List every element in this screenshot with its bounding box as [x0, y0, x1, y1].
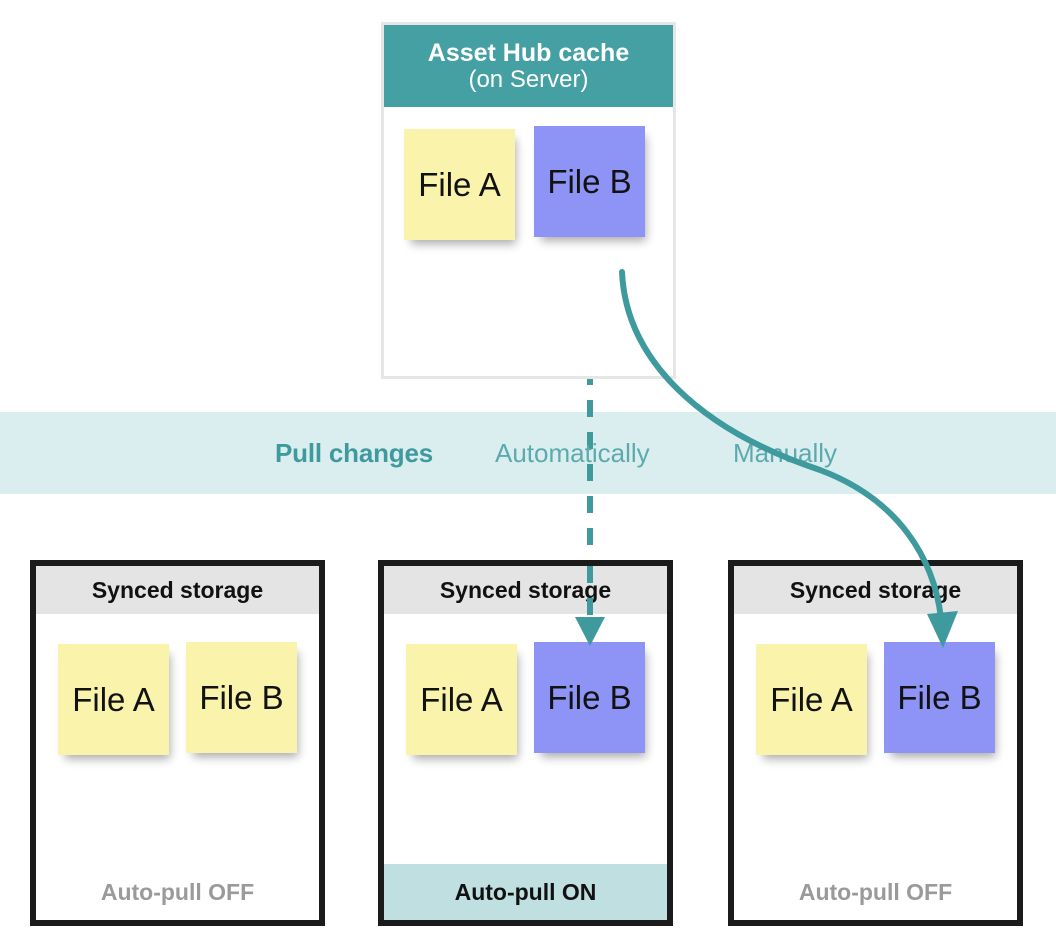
- auto-pull-status-badge: Auto-pull OFF: [798, 878, 953, 905]
- synced-storage-header: Synced storage: [734, 566, 1017, 614]
- sticky-note-file-b[interactable]: File B: [534, 126, 645, 237]
- asset-hub-title: Asset Hub cache: [427, 38, 630, 67]
- synced-storage-body: File A File B Auto-pull OFF: [36, 614, 319, 920]
- synced-storage-body: File A File B Auto-pull OFF: [734, 614, 1017, 920]
- asset-hub-header: Asset Hub cache (on Server): [384, 25, 673, 107]
- sticky-note-file-b[interactable]: File B: [534, 642, 645, 753]
- auto-pull-status-badge: Auto-pull ON: [384, 864, 667, 920]
- asset-hub-subtitle: (on Server): [468, 65, 589, 93]
- synced-storage-body: File A File B Auto-pull ON: [384, 614, 667, 920]
- synced-storage-box-2: Synced storage File A File B Auto-pull O…: [378, 560, 673, 926]
- synced-storage-box-3: Synced storage File A File B Auto-pull O…: [728, 560, 1023, 926]
- synced-storage-box-1: Synced storage File A File B Auto-pull O…: [30, 560, 325, 926]
- sticky-note-file-a[interactable]: File A: [58, 644, 169, 755]
- asset-hub-cache-panel: Asset Hub cache (on Server) File A File …: [381, 22, 676, 379]
- sticky-note-file-a[interactable]: File A: [406, 644, 517, 755]
- synced-storage-header: Synced storage: [36, 566, 319, 614]
- sticky-note-file-a[interactable]: File A: [404, 129, 515, 240]
- auto-pull-status-badge: Auto-pull OFF: [100, 878, 255, 905]
- sticky-note-file-b[interactable]: File B: [186, 642, 297, 753]
- asset-hub-body: File A File B: [384, 107, 673, 379]
- manually-label: Manually: [733, 437, 838, 468]
- pull-changes-label: Pull changes: [275, 437, 433, 468]
- sticky-note-file-b[interactable]: File B: [884, 642, 995, 753]
- sticky-note-file-a[interactable]: File A: [756, 644, 867, 755]
- automatically-label: Automatically: [495, 437, 650, 468]
- synced-storage-header: Synced storage: [384, 566, 667, 614]
